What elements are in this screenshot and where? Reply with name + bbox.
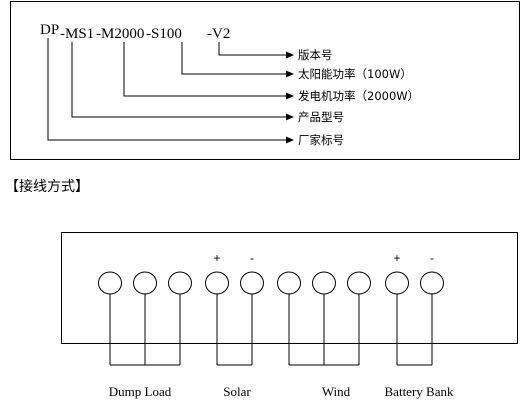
code-part-version: -V2	[207, 26, 230, 42]
terminal-dump-load-3	[168, 271, 192, 295]
desc-version: 版本号	[298, 48, 333, 62]
terminal-wind-2	[312, 271, 336, 295]
caption-dump-load: Dump Load	[109, 384, 172, 399]
desc-solar-power: 太阳能功率（100W）	[298, 67, 412, 81]
terminal-dump-load-1	[98, 271, 122, 295]
desc-manufacturer: 厂家标号	[298, 133, 344, 147]
code-part-generator-power: -M2000	[96, 26, 144, 42]
caption-wind: Wind	[322, 384, 351, 399]
terminal-wind-1	[277, 271, 301, 295]
arrowhead-solar	[286, 70, 294, 78]
battery-minus-sign: -	[430, 251, 434, 265]
leader-product-type	[71, 42, 288, 118]
arrowhead-generator	[286, 92, 294, 100]
arrowhead-manufacturer	[286, 136, 294, 144]
terminal-battery-minus	[420, 271, 444, 295]
solar-plus-sign: +	[213, 251, 220, 265]
caption-battery-bank: Battery Bank	[385, 384, 454, 399]
terminal-wind-3	[347, 271, 371, 295]
wiring-lines	[109, 294, 433, 366]
code-part-solar-power: -S100	[146, 26, 182, 42]
terminal-strip	[98, 271, 444, 295]
leader-solar	[181, 42, 288, 75]
battery-plus-sign: +	[393, 251, 400, 265]
desc-generator-power: 发电机功率（2000W）	[298, 89, 419, 103]
leader-manufacturer	[47, 38, 288, 141]
terminal-solar-minus	[240, 271, 264, 295]
leader-version	[218, 42, 288, 56]
wiring-section-title: 【接线方式】	[5, 178, 89, 195]
model-code-box	[10, 1, 520, 160]
code-part-product-type: -MS1	[60, 26, 94, 42]
solar-minus-sign: -	[250, 251, 254, 265]
leader-generator	[123, 42, 288, 97]
terminal-dump-load-2	[133, 271, 157, 295]
leader-lines	[47, 38, 288, 141]
terminal-battery-plus	[385, 271, 409, 295]
arrowhead-product-type	[286, 113, 294, 121]
terminal-solar-plus	[205, 271, 229, 295]
arrowhead-version	[286, 51, 294, 59]
leader-arrowheads	[286, 51, 294, 144]
desc-product-type: 产品型号	[298, 110, 344, 124]
code-part-manufacturer: DP	[40, 22, 59, 38]
caption-solar: Solar	[223, 384, 251, 399]
